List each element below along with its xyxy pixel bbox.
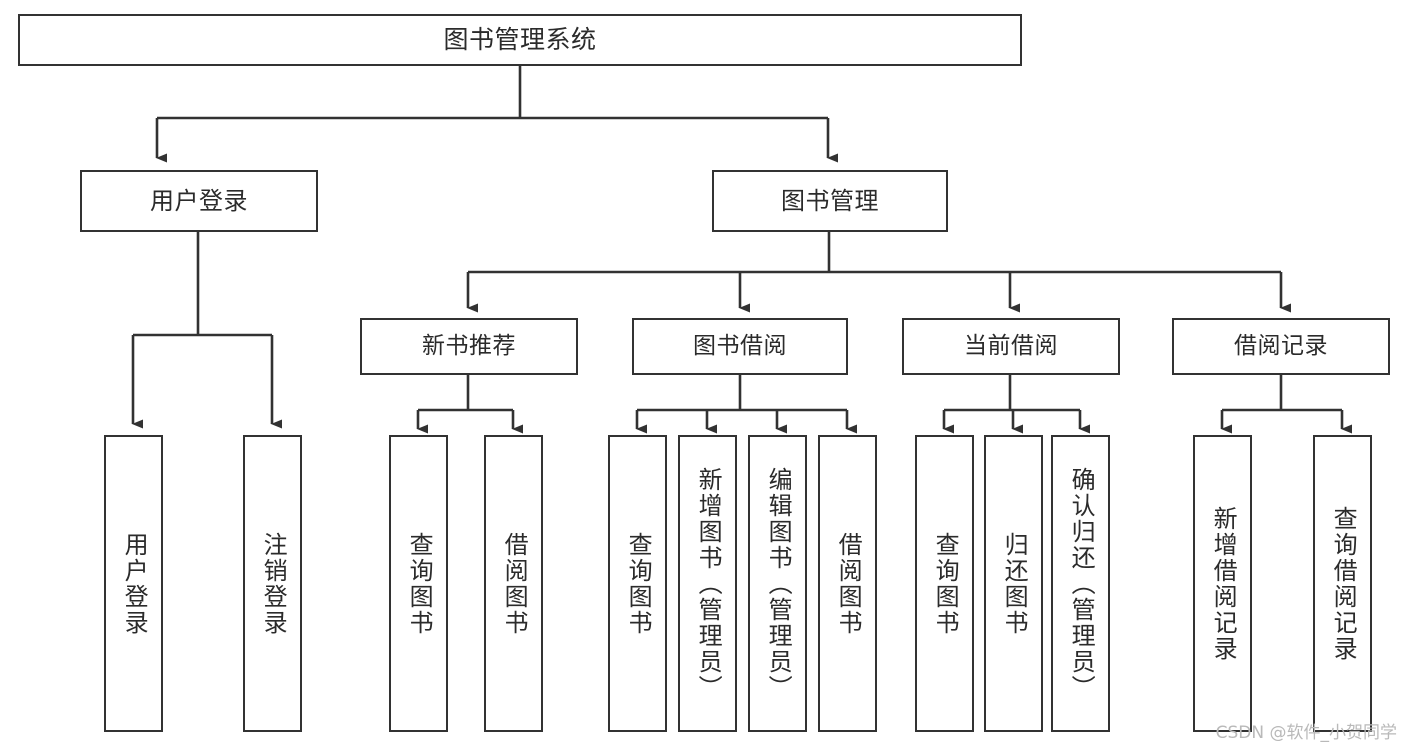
leaf-borrow-record-query[interactable]: 查询借阅记录 [1313, 435, 1372, 732]
leaf-current-borrow-return[interactable]: 归还图书 [984, 435, 1043, 732]
node-root-book-management-system[interactable]: 图书管理系统 [18, 14, 1022, 66]
node-label: 查询借阅记录 [1329, 505, 1358, 662]
leaf-book-borrow-borrow[interactable]: 借阅图书 [818, 435, 877, 732]
leaf-borrow-record-add[interactable]: 新增借阅记录 [1193, 435, 1252, 732]
node-label: 新书推荐 [422, 332, 516, 359]
leaf-new-book-borrow[interactable]: 借阅图书 [484, 435, 543, 732]
node-label: 注销登录 [259, 531, 288, 636]
watermark-text: CSDN @软件_小贺同学 [1215, 723, 1397, 743]
node-current-borrow[interactable]: 当前借阅 [902, 318, 1120, 375]
leaf-user-login-login[interactable]: 用户登录 [104, 435, 163, 732]
leaf-new-book-query[interactable]: 查询图书 [389, 435, 448, 732]
leaf-user-login-logout[interactable]: 注销登录 [243, 435, 302, 732]
leaf-current-borrow-query[interactable]: 查询图书 [915, 435, 974, 732]
node-label: 图书管理系统 [443, 25, 597, 55]
node-label: 图书管理 [781, 186, 879, 215]
leaf-book-borrow-query[interactable]: 查询图书 [608, 435, 667, 732]
node-label: 用户登录 [150, 186, 248, 215]
node-label: 借阅记录 [1234, 332, 1328, 359]
leaf-book-borrow-add[interactable]: 新增图书（管理员） [678, 435, 737, 732]
node-label: 确认归还（管理员） [1067, 466, 1096, 701]
node-book-management[interactable]: 图书管理 [712, 170, 948, 232]
node-label: 图书借阅 [693, 332, 787, 359]
node-label: 用户登录 [120, 531, 149, 636]
node-label: 当前借阅 [964, 332, 1058, 359]
node-label: 编辑图书（管理员） [764, 466, 793, 701]
leaf-current-borrow-confirm-return[interactable]: 确认归还（管理员） [1051, 435, 1110, 732]
node-borrow-record[interactable]: 借阅记录 [1172, 318, 1390, 375]
node-book-borrow[interactable]: 图书借阅 [632, 318, 848, 375]
node-label: 新增借阅记录 [1209, 505, 1238, 662]
node-label: 查询图书 [931, 531, 960, 636]
node-label: 新增图书（管理员） [694, 466, 723, 701]
leaf-book-borrow-edit[interactable]: 编辑图书（管理员） [748, 435, 807, 732]
node-label: 借阅图书 [500, 531, 529, 636]
node-label: 归还图书 [1000, 531, 1029, 636]
node-label: 查询图书 [405, 531, 434, 636]
node-new-book-recommend[interactable]: 新书推荐 [360, 318, 578, 375]
node-label: 查询图书 [624, 531, 653, 636]
node-label: 借阅图书 [834, 531, 863, 636]
node-user-login[interactable]: 用户登录 [80, 170, 318, 232]
